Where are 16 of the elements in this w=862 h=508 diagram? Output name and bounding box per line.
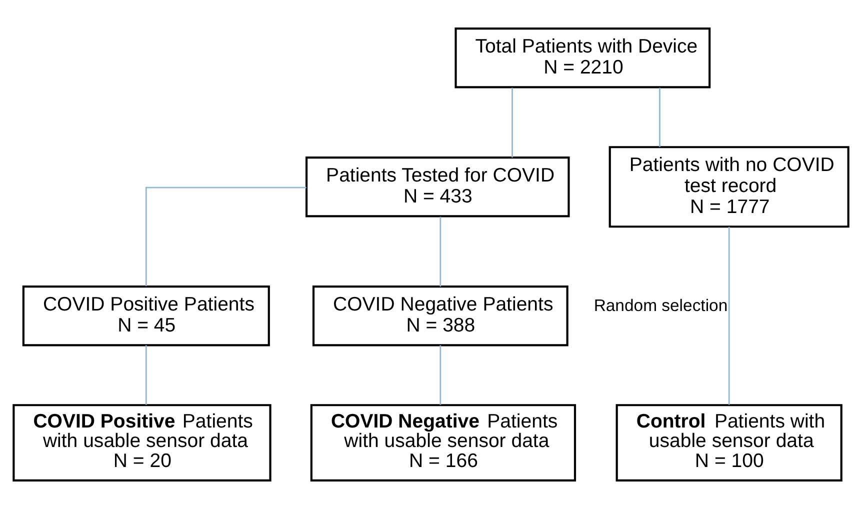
node-box: Total Patients with Device N = 2210 (454, 27, 711, 88)
connector (512, 87, 513, 158)
node-box: COVID Negative Patients with usable sensor data N = 166 (310, 404, 576, 481)
connector (659, 87, 660, 146)
connector (440, 216, 442, 286)
node-box: COVID Positive Patients with usable sensor data N = 20 (12, 404, 272, 481)
connector (145, 186, 306, 286)
node-box: Patients Tested for COVID N = 433 (306, 156, 570, 217)
node-box: COVID Negative Patients N = 388 (312, 285, 568, 346)
node-box: Patients with no COVID test record N = 1777 (608, 146, 850, 228)
connector (145, 344, 147, 404)
node-box: COVID Positive Patients N = 45 (22, 285, 270, 346)
node-box: Control Patients with usable sensor data N = 100 (616, 404, 842, 481)
connector (728, 226, 730, 404)
connector (440, 344, 442, 404)
edge-label: Random selection (594, 296, 728, 315)
